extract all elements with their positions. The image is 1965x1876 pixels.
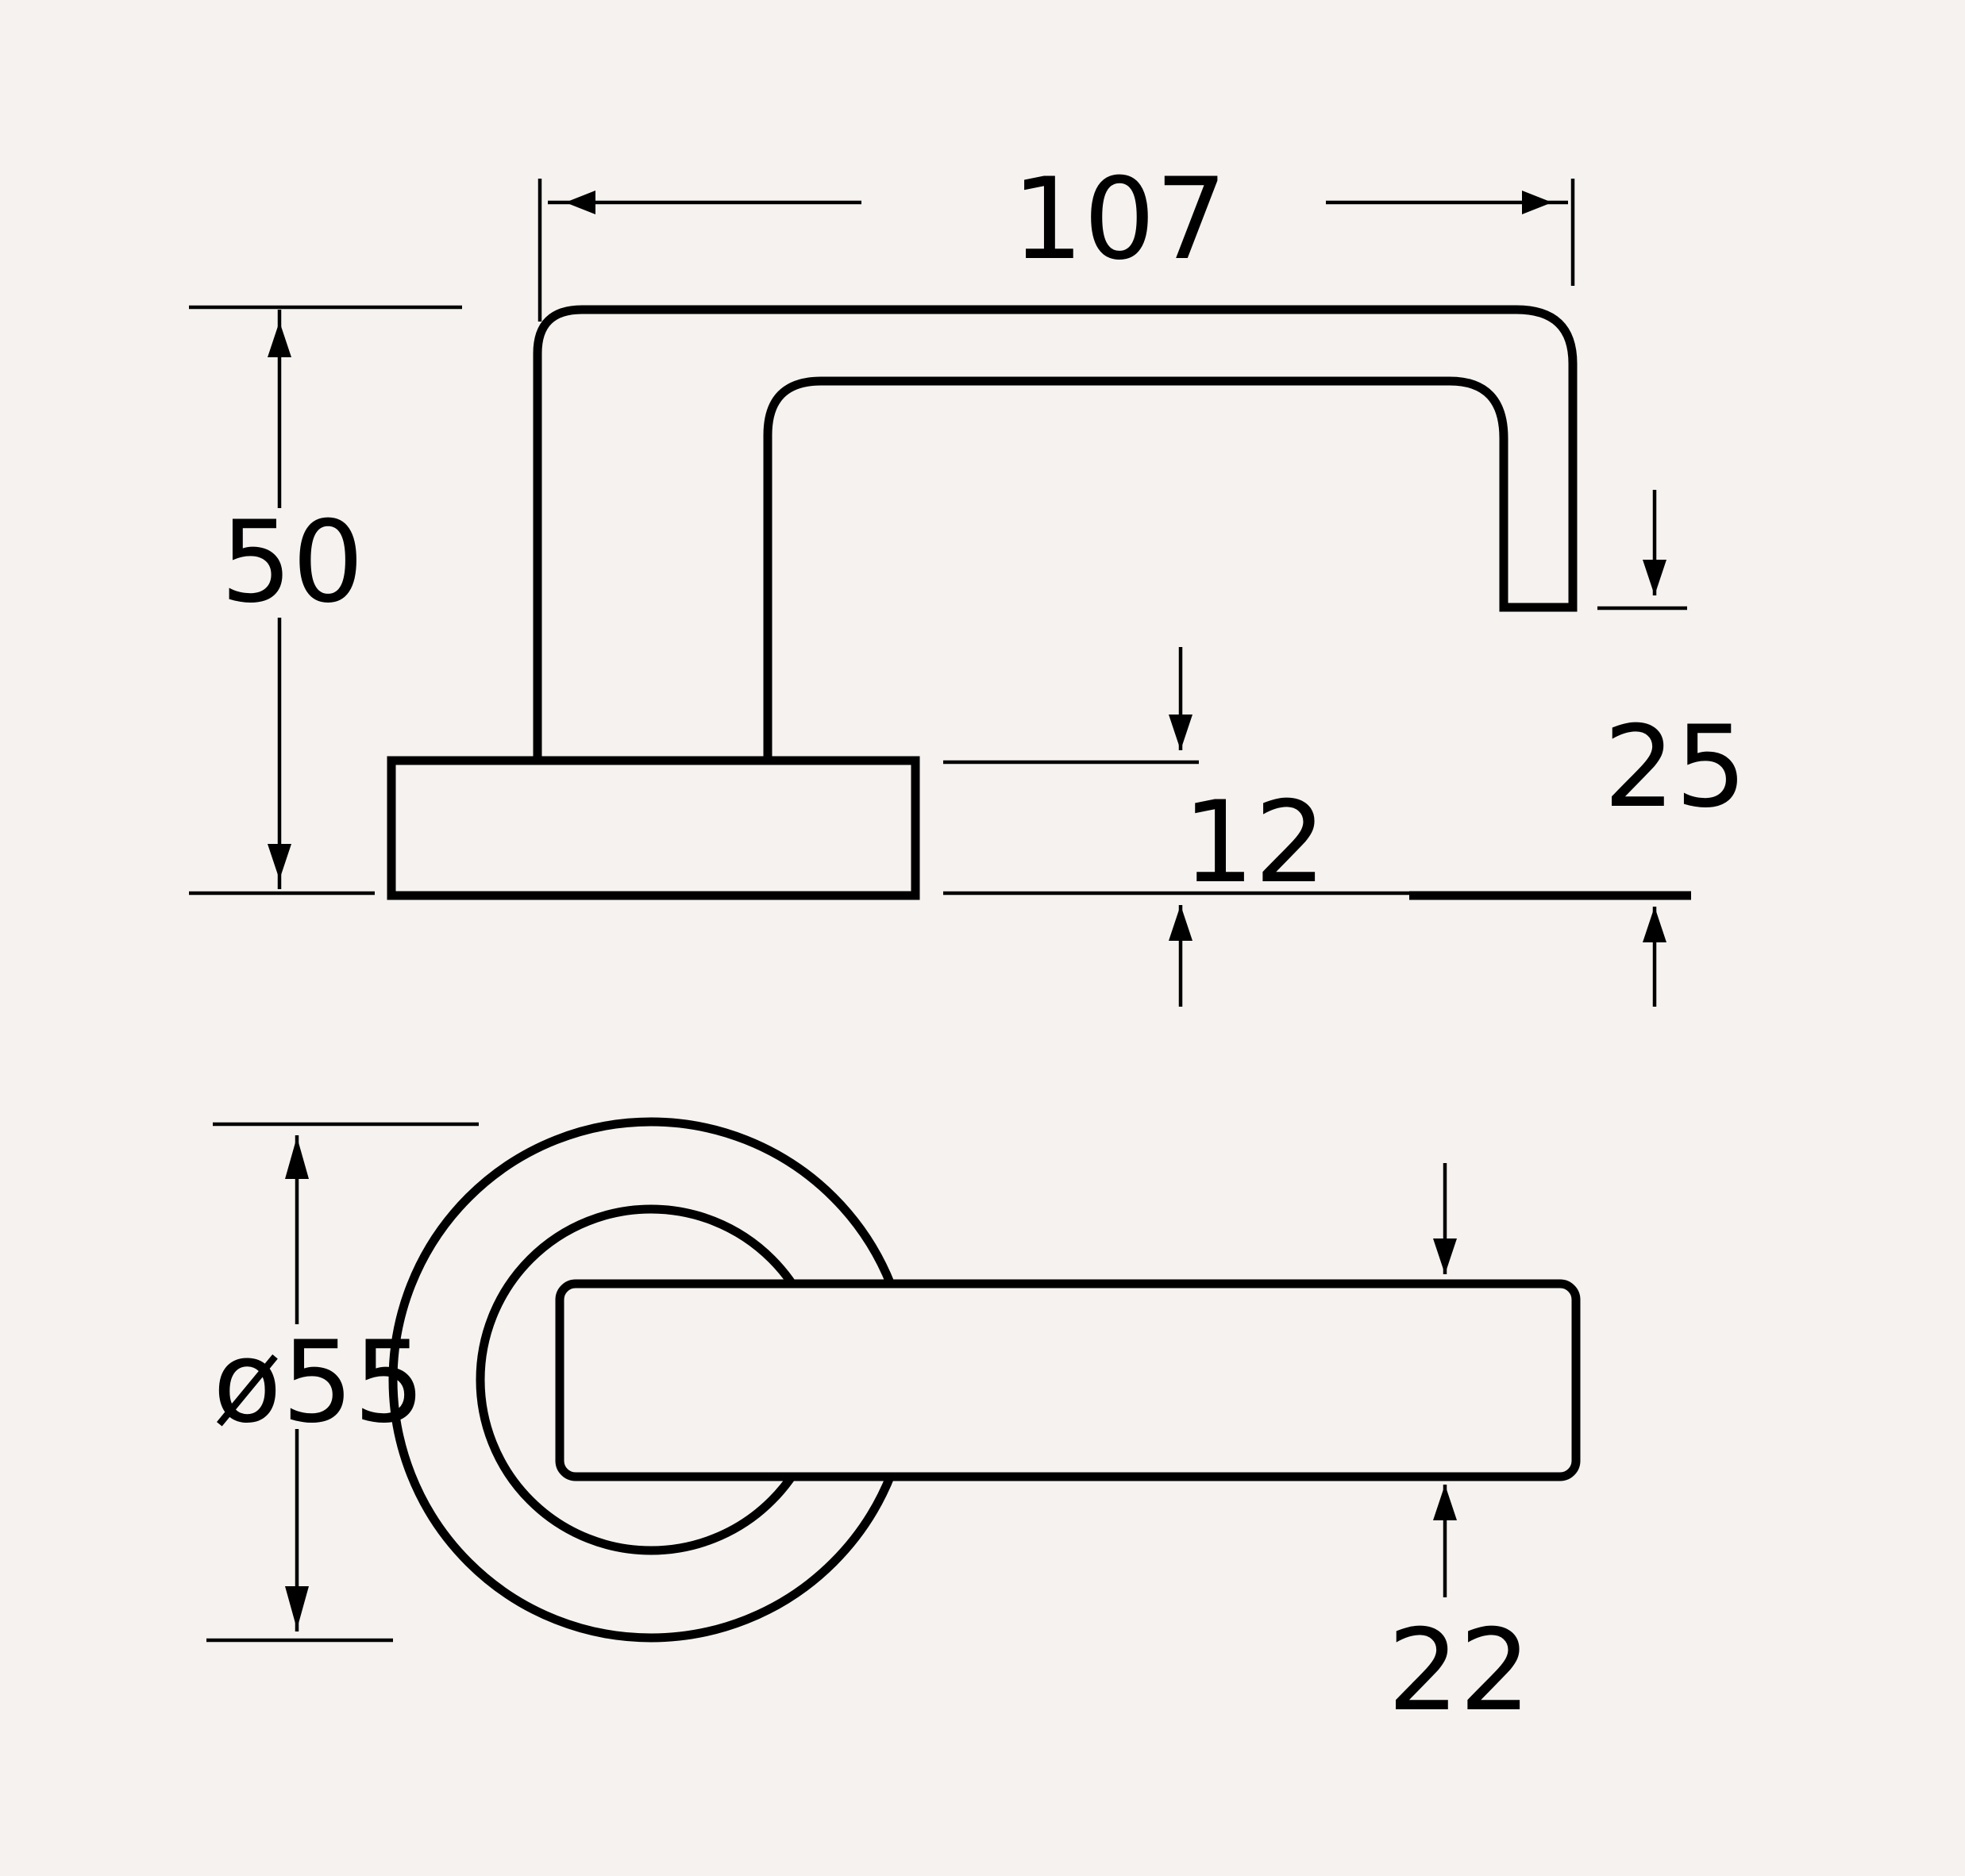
dimension-diameter-55: ø55	[206, 1122, 479, 1643]
dimension-label-50: 50	[221, 497, 364, 628]
dimension-label-107: 107	[1011, 154, 1227, 285]
lever-top-outline	[555, 1279, 1581, 1481]
arrow-up-icon	[1433, 1485, 1457, 1520]
dimension-label-22: 22	[1388, 1605, 1532, 1736]
dimension-107: 107	[537, 154, 1575, 322]
dimension-50: 50	[189, 305, 462, 896]
dimension-label-25: 25	[1604, 702, 1747, 833]
dimension-label-12: 12	[1183, 777, 1327, 908]
dimension-label-diameter-55: ø55	[213, 1317, 426, 1448]
arrow-down-icon	[1433, 1238, 1457, 1274]
arrow-up-icon	[1643, 907, 1666, 942]
arrow-down-icon	[268, 844, 291, 880]
top-view: ø55 22	[206, 1117, 1581, 1736]
dimension-12: 12	[943, 647, 1409, 1007]
arrow-down-icon	[1643, 560, 1666, 595]
lever-side-outline	[533, 305, 1578, 761]
arrow-down-icon	[285, 1586, 309, 1629]
dimension-22: 22	[1388, 1163, 1532, 1736]
arrow-down-icon	[1169, 715, 1192, 750]
arrow-left-icon	[565, 191, 595, 214]
arrow-up-icon	[268, 322, 291, 357]
dimension-25: 25	[1409, 490, 1747, 1007]
arrow-up-icon	[285, 1137, 309, 1179]
arrow-right-icon	[1522, 191, 1552, 214]
arrow-up-icon	[1169, 905, 1192, 941]
side-view: 107 50 12	[189, 154, 1747, 1007]
rose-side-outline	[387, 756, 920, 900]
